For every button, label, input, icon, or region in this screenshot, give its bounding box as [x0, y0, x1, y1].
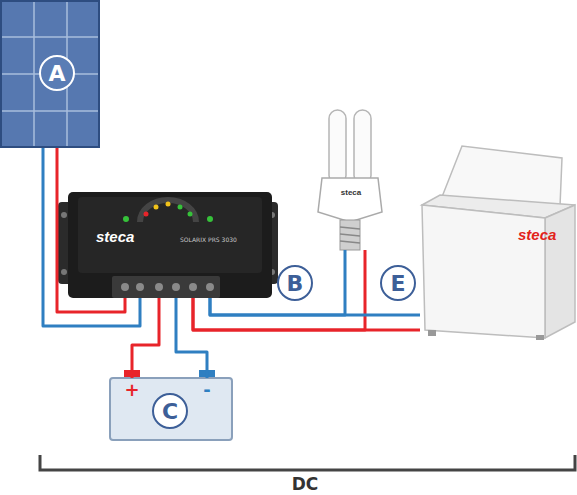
battery — [110, 370, 232, 440]
freezer — [422, 146, 575, 340]
lamp-node: steca — [318, 110, 384, 250]
bracket-label: DC — [265, 474, 345, 494]
wire — [132, 298, 159, 378]
wire-pair — [132, 298, 207, 378]
model-name: SOLARIX PRS 3030 — [180, 236, 250, 244]
callout-letter: B — [277, 265, 313, 301]
brand-logo: steca — [518, 226, 568, 244]
wire — [210, 298, 420, 315]
polarity-sign: + — [122, 380, 142, 400]
wire — [193, 298, 420, 330]
wire — [210, 250, 345, 315]
lamp — [318, 110, 382, 250]
dc-bracket — [40, 455, 575, 470]
solar-panel-node: A — [0, 0, 100, 148]
wire — [193, 250, 365, 330]
charge-controller-node: steca SOLARIX PRS 3030 — [68, 192, 272, 298]
callout-letter: C — [152, 393, 188, 429]
charge-controller — [58, 192, 278, 298]
solar-panel — [1, 1, 99, 147]
wire-pair — [193, 250, 365, 330]
wire — [176, 298, 207, 378]
brand-logo: steca — [96, 228, 146, 246]
battery-node: + -C — [110, 378, 232, 440]
polarity-sign: - — [197, 380, 217, 400]
freezer-node: steca — [420, 140, 577, 340]
brand-logo: steca — [331, 188, 371, 198]
callout-letter: E — [380, 265, 416, 301]
callout-letter: A — [39, 55, 75, 91]
wire-pair — [193, 298, 420, 330]
